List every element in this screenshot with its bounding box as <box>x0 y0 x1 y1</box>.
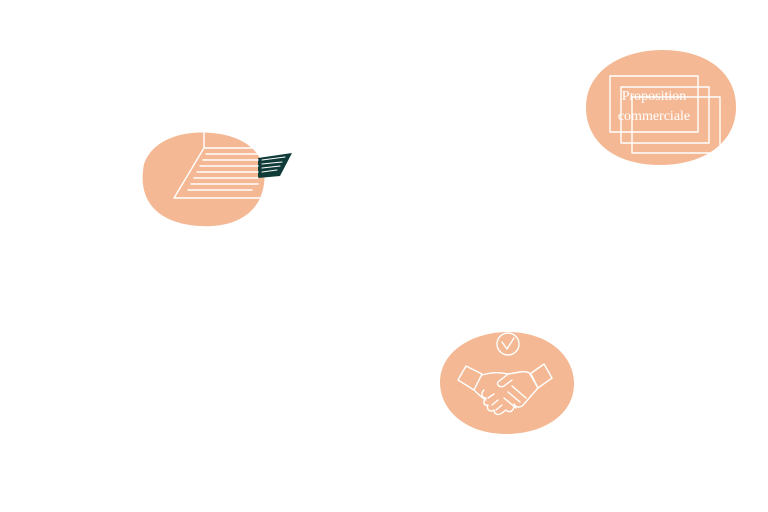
stacked-cards-icon: Proposition commerciale <box>586 49 736 165</box>
proposal-label-line1: Proposition <box>622 89 687 104</box>
document-illustration <box>130 122 300 234</box>
proposal-illustration: Proposition commerciale <box>580 45 740 170</box>
handshake-illustration <box>436 328 578 438</box>
proposal-label-line2: commerciale <box>618 109 690 124</box>
handshake-icon <box>440 332 574 434</box>
checkmark-badge-icon <box>496 332 520 356</box>
document-with-card-icon <box>142 132 292 227</box>
